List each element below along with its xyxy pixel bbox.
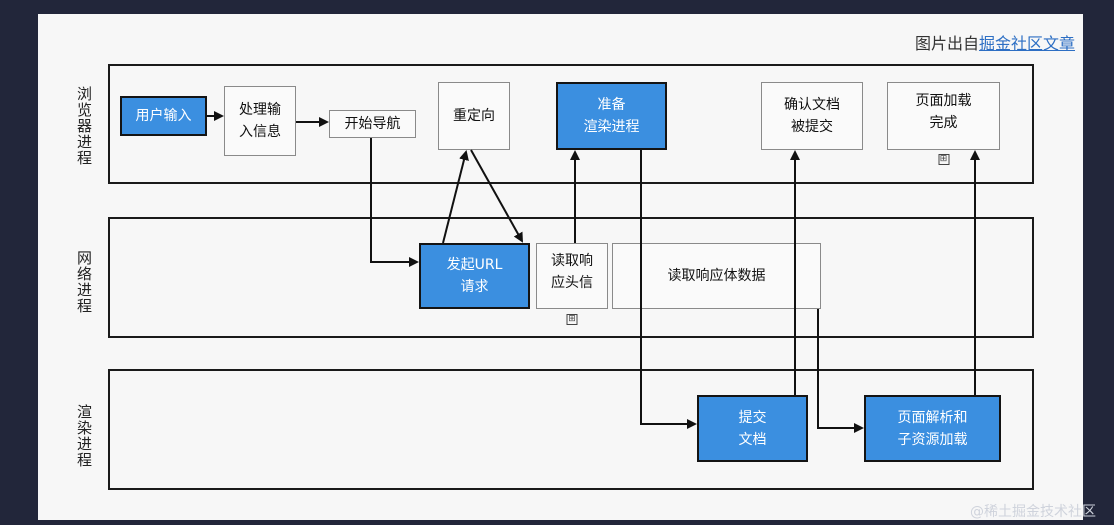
lane-label-browser: 浏览器进程: [75, 86, 93, 166]
node-redirect: 重定向: [438, 82, 510, 150]
arrow-request-to-redirect: [442, 150, 469, 244]
arrow-body-to-parse: [817, 309, 864, 433]
expand-icon[interactable]: ⊞: [938, 154, 949, 165]
node-page-load-complete-label: 页面加载 完成: [915, 93, 972, 131]
node-read-response-body: 读取响应体数据: [612, 243, 821, 309]
arrow-navigation-to-request: [370, 138, 419, 267]
node-prepare-render-process: 准备 渲染进程: [556, 82, 667, 150]
node-read-response-header-label: 读取响 应头信: [551, 253, 593, 291]
flow-arrows: [207, 111, 980, 433]
node-read-response-header: 读取响 应头信 ⊞: [536, 243, 608, 325]
node-url-request: 发起URL 请求: [419, 243, 530, 309]
credit-link[interactable]: 掘金社区文章: [978, 34, 1075, 53]
site-watermark: @稀土掘金技术社区: [970, 504, 1096, 520]
credit-prefix: 图片出自: [914, 34, 979, 53]
node-user-input: 用户输入: [120, 96, 207, 136]
lane-label-network: 网络进程: [75, 250, 93, 314]
arrow-redirect-to-request: [470, 149, 523, 243]
image-credit: 图片出自掘金社区文章: [915, 30, 1075, 54]
node-parse-page-and-load-subresources: 页面解析和 子资源加载: [864, 395, 1001, 462]
arrow-prepare-render-to-commit: [640, 150, 697, 429]
node-confirm-document-committed: 确认文档 被提交: [761, 82, 863, 150]
expand-icon[interactable]: ⊞: [566, 314, 578, 325]
diagram-sheet: 图片出自掘金社区文章 浏览器进程 网络进程 渲染进程 用户输入 处理输 入信息 …: [38, 14, 1083, 520]
node-process-input: 处理输 入信息: [224, 86, 296, 156]
node-page-load-complete: 页面加载 完成 ⊞: [887, 82, 1000, 165]
node-commit-document: 提交 文档: [697, 395, 808, 462]
lane-label-render: 渲染进程: [75, 404, 93, 468]
node-start-navigation: 开始导航: [329, 110, 416, 138]
